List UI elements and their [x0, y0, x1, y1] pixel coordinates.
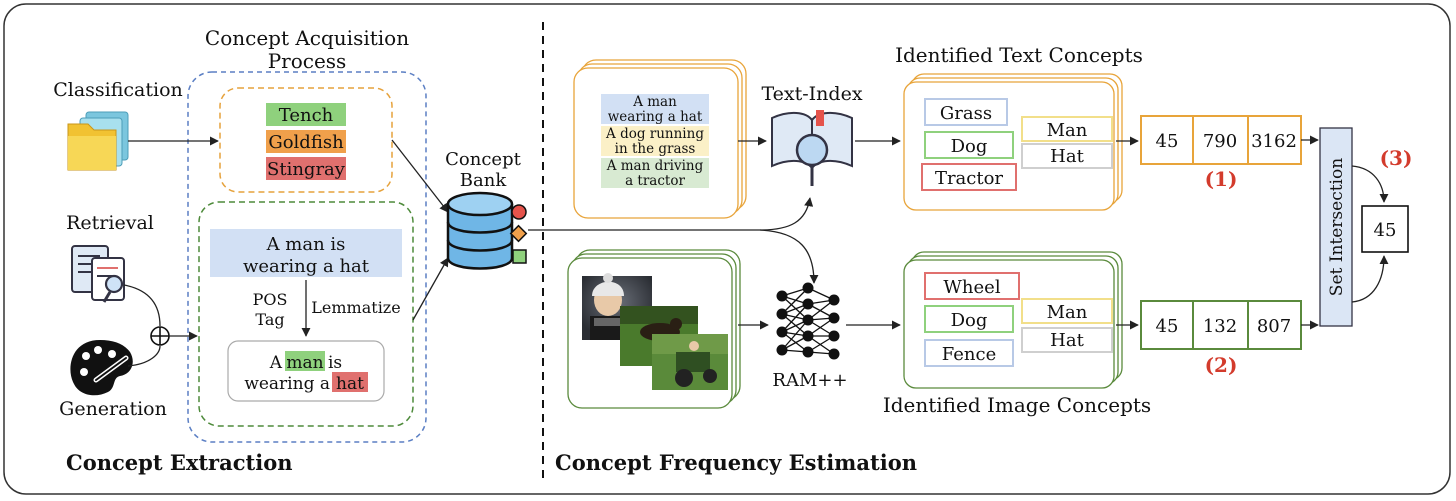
text-count-2: 790	[1203, 131, 1237, 152]
image-count-3: 807	[1257, 316, 1291, 337]
text-concept-dog-box	[924, 131, 1014, 159]
acquisition-title-line2: Process	[268, 49, 347, 73]
image-concept-hat: Hat	[1050, 330, 1084, 351]
text-caption-2-line2: in the grass	[615, 141, 696, 157]
retrieval-label: Retrieval	[66, 212, 154, 234]
network-nodes	[776, 282, 840, 360]
text-caption-3-line2: a tractor	[625, 173, 685, 189]
text-count-3-box	[1247, 115, 1302, 165]
generation-label: Generation	[59, 398, 167, 420]
class-tench: Tench	[279, 105, 334, 126]
caption-bg	[210, 229, 402, 277]
lemmatize-label: Lemmatize	[311, 298, 400, 317]
bank-label-line2: Bank	[460, 170, 508, 191]
arrow-classes-to-bank	[391, 139, 449, 213]
classification-label: Classification	[53, 79, 183, 101]
arrow-set-to-result-bottom	[1351, 255, 1389, 303]
caption-line1: A man is	[266, 234, 346, 255]
image-concept-wheel: Wheel	[943, 277, 1000, 298]
bank-square-green	[512, 249, 527, 264]
bank-diamond-orange	[509, 224, 528, 243]
class-stingray-bg	[266, 157, 346, 180]
image-concept-fence-box	[924, 339, 1014, 367]
text-concept-tractor-box	[921, 163, 1017, 191]
text-concept-man-box	[1021, 116, 1113, 142]
image-concept-dog: Dog	[951, 310, 988, 331]
result-box	[1361, 205, 1409, 253]
image-count-1: 45	[1156, 316, 1179, 337]
text-caption-1-line1: A man	[632, 94, 677, 110]
result-value: 45	[1374, 220, 1397, 241]
image-concepts-title: Identified Image Concepts	[883, 393, 1151, 417]
text-caption-2-bg	[601, 126, 709, 156]
text-caption-1-bg	[601, 94, 709, 124]
text-concept-man: Man	[1047, 120, 1088, 141]
text-caption-3-line1: A man driving	[606, 158, 704, 174]
image-count-2-box	[1192, 300, 1249, 350]
acquisition-title-line1: Concept Acquisition	[205, 26, 409, 50]
set-intersection-box	[1319, 127, 1353, 327]
lemma-man: man	[286, 353, 323, 373]
lemma-a: A	[269, 353, 283, 373]
text-caption-1-line2: wearing a hat	[608, 109, 703, 125]
ram-label: RAM++	[772, 370, 847, 391]
folder-icon	[67, 111, 129, 171]
palette-icon	[70, 340, 133, 396]
image-concept-wheel-box	[924, 272, 1020, 300]
arrow-lemma-to-bank	[412, 257, 449, 321]
pos-tag-line2: Tag	[255, 310, 284, 329]
image-count-3-box	[1247, 300, 1302, 350]
text-concept-dog: Dog	[951, 136, 988, 157]
acquisition-box	[187, 71, 427, 443]
lemma-is: is	[328, 353, 342, 373]
text-concept-hat-box	[1021, 143, 1113, 169]
image-concept-man-box	[1021, 298, 1113, 324]
image-concept-man: Man	[1047, 302, 1088, 323]
right-section-title: Concept Frequency Estimation	[555, 450, 917, 475]
text-count-1: 45	[1156, 131, 1179, 152]
image-concept-fence: Fence	[942, 344, 996, 365]
intersection-marker: (3)	[1380, 146, 1413, 170]
image-count-marker: (2)	[1205, 353, 1238, 377]
arrow-bank-to-image	[759, 229, 819, 284]
left-section-title: Concept Extraction	[66, 450, 292, 475]
caption-line2: wearing a hat	[243, 256, 370, 277]
text-concept-hat: Hat	[1050, 146, 1084, 167]
lemma-wearing: wearing a	[244, 374, 330, 394]
pos-tag-line1: POS	[253, 290, 288, 309]
lemma-man-bg	[285, 351, 325, 371]
text-count-1-box	[1140, 115, 1194, 165]
class-tench-bg	[266, 103, 346, 126]
class-goldfish: Goldfish	[268, 132, 344, 153]
text-caption-3-bg	[601, 158, 709, 188]
document-search-icon	[71, 245, 125, 303]
image-concept-dog-box	[924, 305, 1014, 333]
text-concept-tractor: Tractor	[935, 168, 1003, 189]
lemma-hat: hat	[336, 374, 364, 394]
text-concept-grass-box	[924, 98, 1008, 126]
book-search-icon	[771, 110, 853, 186]
lemma-hat-bg	[332, 372, 368, 392]
text-count-marker: (1)	[1205, 167, 1238, 191]
database-icon	[446, 191, 514, 270]
bank-dot-red	[511, 204, 527, 220]
image-count-2: 132	[1203, 316, 1237, 337]
set-intersection-label: Set Intersection	[1327, 158, 1347, 296]
photo-tractor	[652, 334, 728, 390]
text-index-label: Text-Index	[761, 83, 862, 105]
image-concept-hat-box	[1021, 327, 1113, 353]
class-goldfish-bg	[266, 130, 346, 153]
arrow-generation	[127, 345, 161, 367]
text-caption-2-line1: A dog running	[605, 126, 704, 142]
class-stingray: Stingray	[267, 159, 346, 180]
arrow-retrieval	[123, 284, 161, 327]
text-concept-grass: Grass	[940, 103, 992, 124]
text-concepts-title: Identified Text Concepts	[895, 43, 1143, 67]
arrow-set-to-result-top	[1351, 165, 1389, 203]
text-count-3: 3162	[1251, 131, 1297, 152]
bank-label-line1: Concept	[445, 149, 521, 170]
